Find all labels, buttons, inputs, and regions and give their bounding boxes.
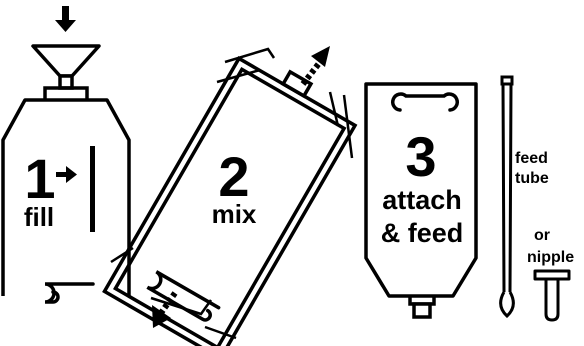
funnel-icon	[33, 46, 99, 88]
nipple-icon	[535, 271, 569, 320]
step-3-label-line2: & feed	[381, 218, 464, 248]
feed-tube-label-line1: feed	[515, 150, 548, 167]
step-3-number: 3	[405, 125, 436, 188]
fill-line-marker	[90, 146, 95, 232]
feeding-bag-icon	[3, 88, 129, 302]
step-1-fill: 1 fill	[3, 6, 129, 302]
nipple-label: nipple	[527, 249, 574, 266]
step-1-label: fill	[24, 202, 54, 232]
step-2-label: mix	[212, 199, 257, 229]
right-arrow-icon	[56, 166, 77, 183]
step-2-mix: 2 mix	[104, 46, 362, 346]
shake-arrow-icon	[303, 46, 330, 84]
feed-tube-icon	[501, 77, 514, 316]
or-label: or	[534, 227, 550, 244]
feed-tube-label-line2: tube	[515, 170, 549, 187]
step-1-number: 1	[24, 147, 55, 210]
down-arrow-icon	[55, 6, 76, 32]
step-3-attach-feed: 3 attach & feed	[366, 84, 476, 317]
step-3-label-line1: attach	[382, 185, 462, 215]
